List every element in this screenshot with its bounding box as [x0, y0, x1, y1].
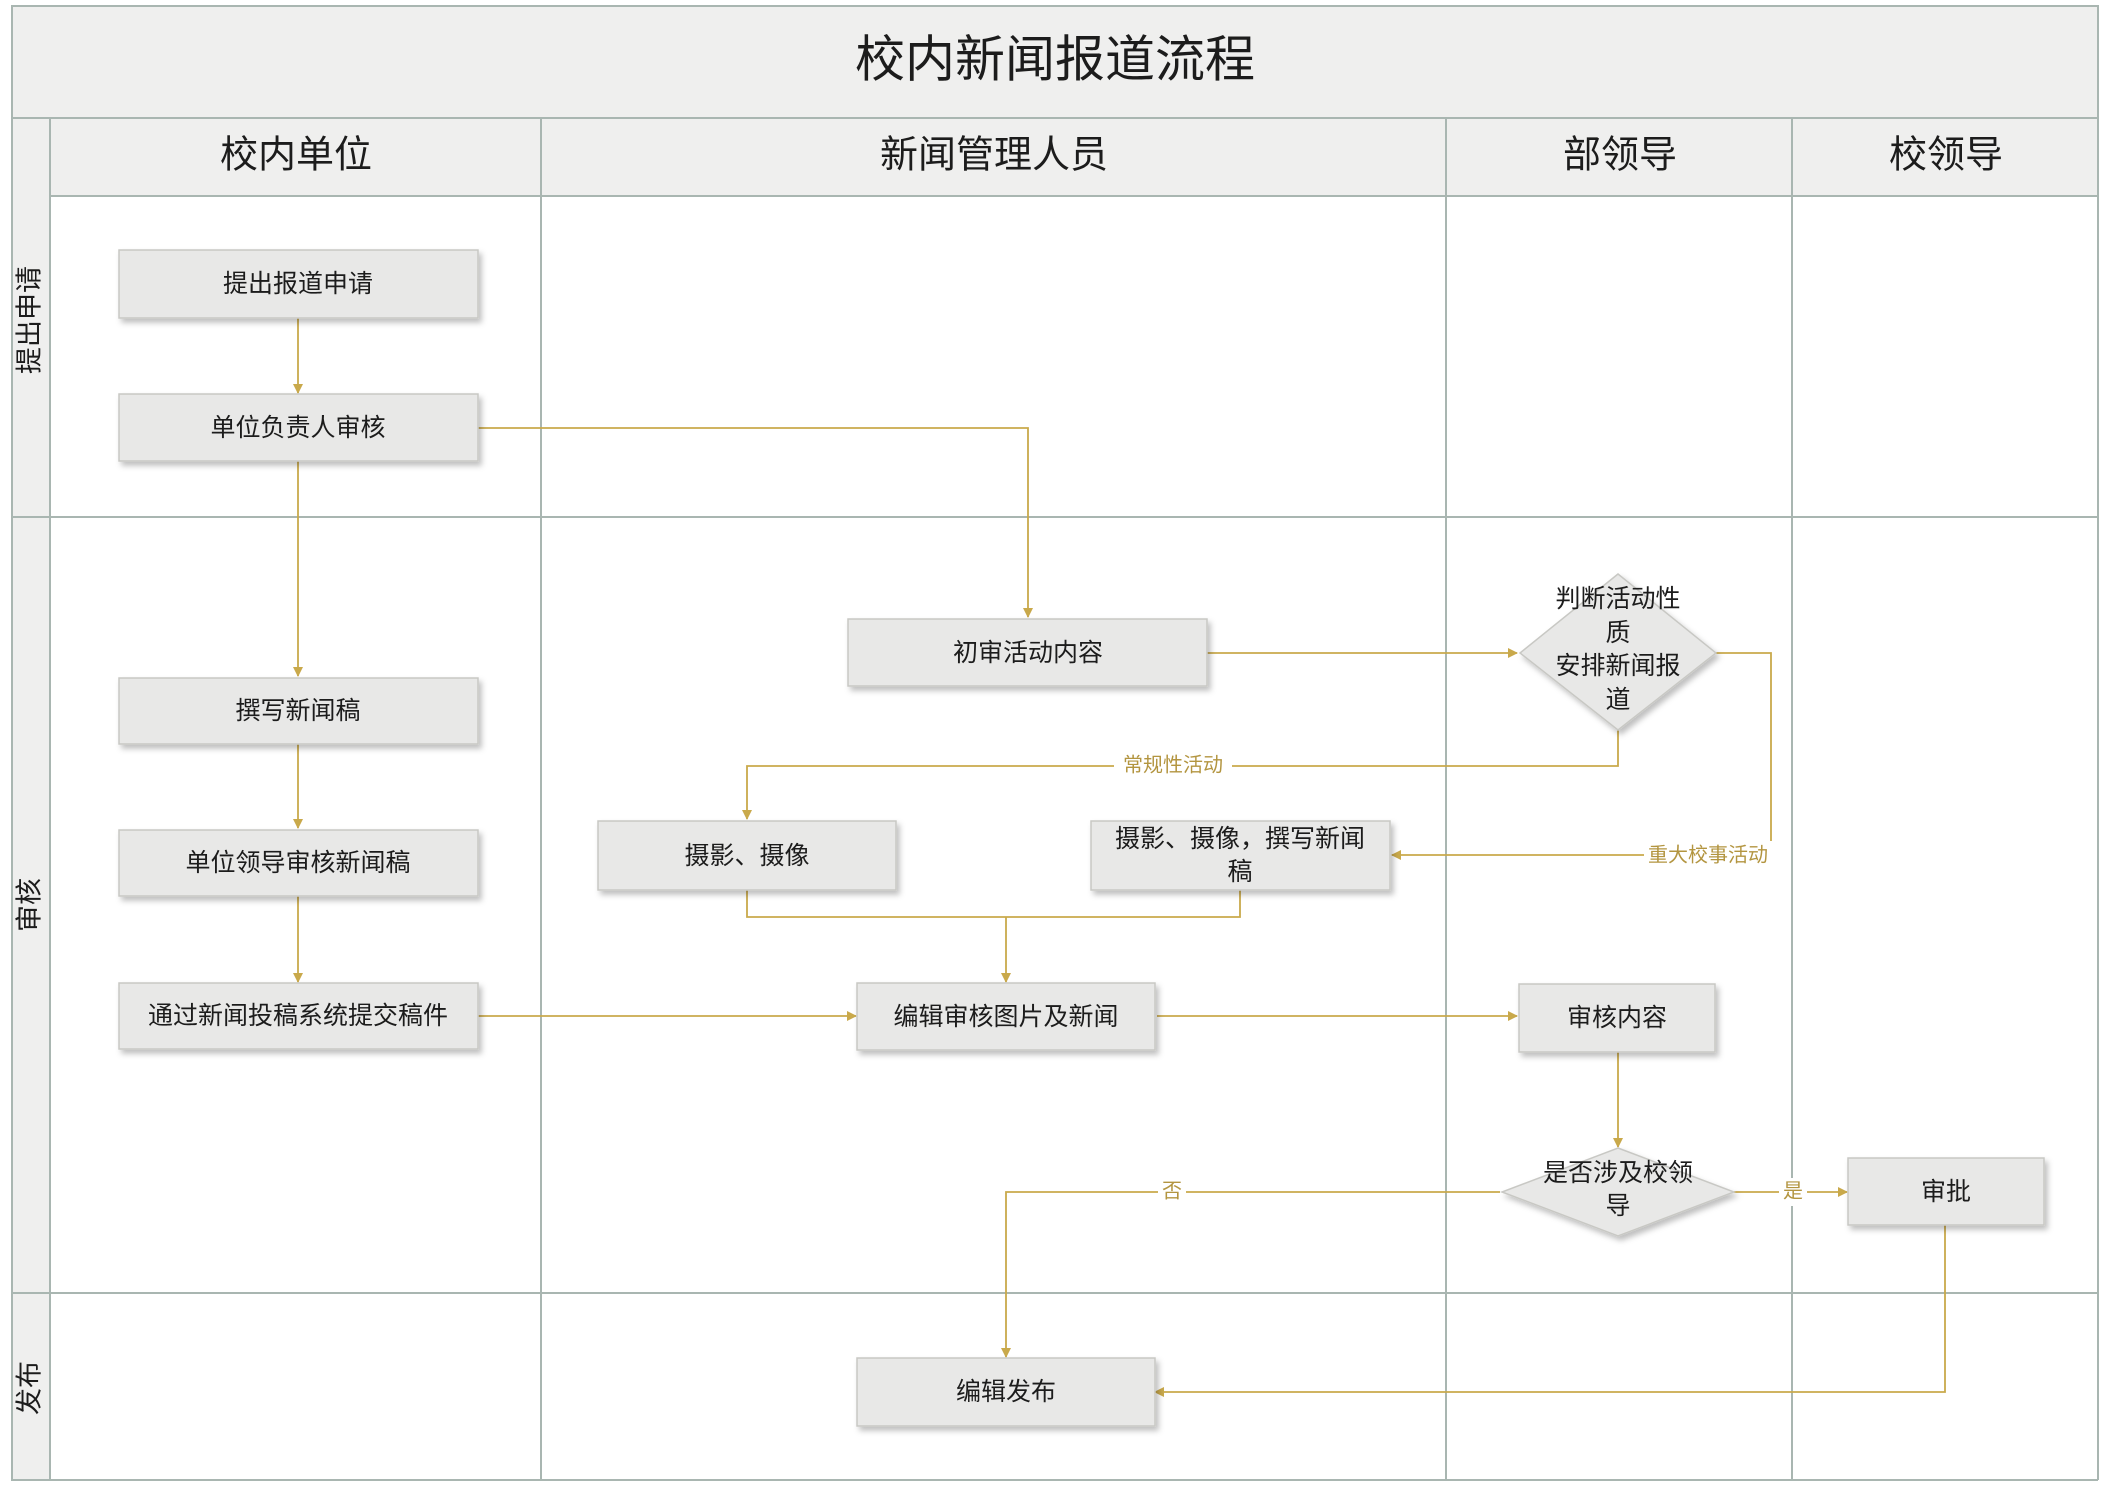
process-box	[118, 393, 479, 462]
node-label: 单位负责人审核	[210, 413, 385, 442]
process-box	[856, 1357, 1156, 1427]
edge-unit-review-to-initial-review	[478, 427, 1033, 618]
process-box	[847, 618, 1208, 687]
node-photo-video-write: 摄影、摄像，撰写新闻 稿	[1090, 820, 1391, 891]
node-initial-review: 初审活动内容	[847, 618, 1208, 687]
node-involve-leader: 是否涉及校领 导	[1499, 1147, 1737, 1237]
lane-header-unit: 校内单位	[220, 133, 372, 177]
process-box	[597, 820, 897, 891]
node-publish: 编辑发布	[856, 1357, 1156, 1427]
node-label: 摄影、摄像	[684, 841, 809, 870]
title-bar	[11, 5, 2099, 119]
phase-label-apply: 提出申请	[15, 266, 46, 374]
phase-label-publish: 发布	[15, 1361, 46, 1415]
node-label: 编辑审核图片及新闻	[893, 1002, 1118, 1031]
edge-label-yes: 是	[1783, 1179, 1803, 1203]
node-label-line: 摄影、摄像，撰写新闻	[1115, 824, 1365, 853]
node-apply: 提出报道申请	[118, 249, 479, 319]
phase-label-review: 审核	[15, 878, 46, 932]
edge-judge-to-photo-video-write	[1391, 652, 1772, 860]
node-approve: 审批	[1847, 1157, 2045, 1226]
edge-involve-no-to-publish	[1001, 1191, 1500, 1358]
process-box	[118, 982, 479, 1050]
node-write-draft: 撰写新闻稿	[118, 677, 479, 745]
node-label-line: 道	[1605, 685, 1630, 714]
node-label: 提出报道申请	[223, 269, 373, 298]
process-box	[118, 677, 479, 745]
node-unit-review: 单位负责人审核	[118, 393, 479, 462]
node-label-line: 稿	[1227, 857, 1252, 886]
process-box	[1090, 820, 1391, 891]
edge-label-no: 否	[1162, 1179, 1182, 1203]
node-label: 审核内容	[1567, 1003, 1667, 1032]
process-box	[1518, 983, 1716, 1053]
edge-label-bg	[1158, 1178, 1186, 1206]
node-judge: 判断活动性 质 安排新闻报 道	[1518, 573, 1718, 731]
edge-label-bg	[1644, 841, 1772, 869]
decision-diamond	[1499, 1147, 1737, 1237]
edge-label-bg	[1779, 1178, 1807, 1206]
edge-label-major: 重大校事活动	[1648, 843, 1768, 867]
lane-header-news-staff: 新闻管理人员	[880, 133, 1108, 177]
node-label-line: 安排新闻报	[1555, 651, 1680, 680]
process-box	[118, 829, 479, 897]
node-submit-system: 通过新闻投稿系统提交稿件	[118, 982, 479, 1050]
lane-header-school-leader: 校领导	[1889, 133, 2003, 177]
edge-label-bg	[1114, 751, 1232, 779]
lane-header-row	[11, 117, 2099, 197]
node-label-line: 导	[1605, 1191, 1630, 1220]
node-label: 通过新闻投稿系统提交稿件	[148, 1001, 448, 1030]
decision-diamond	[1518, 573, 1718, 731]
node-label: 单位领导审核新闻稿	[185, 848, 410, 877]
node-leader-review-draft: 单位领导审核新闻稿	[118, 829, 479, 897]
edge-approve-to-publish	[1154, 1225, 1946, 1397]
node-label: 编辑发布	[956, 1377, 1056, 1406]
node-label: 撰写新闻稿	[235, 696, 360, 725]
node-label: 审批	[1921, 1177, 1971, 1206]
node-label-line: 质	[1605, 618, 1630, 647]
node-label: 初审活动内容	[953, 638, 1103, 667]
diagram-title: 校内新闻报道流程	[855, 31, 1255, 89]
node-label-line: 是否涉及校领	[1543, 1158, 1693, 1187]
node-review-content: 审核内容	[1518, 983, 1716, 1053]
process-box	[856, 982, 1156, 1051]
process-box	[1847, 1157, 2045, 1226]
edge-label-routine: 常规性活动	[1123, 753, 1223, 777]
node-edit-review: 编辑审核图片及新闻	[856, 982, 1156, 1051]
process-box	[118, 249, 479, 319]
node-photo-video: 摄影、摄像	[597, 820, 897, 891]
edge-merge-photo	[746, 890, 1241, 918]
lane-header-dept-leader: 部领导	[1563, 133, 1677, 177]
node-label-line: 判断活动性	[1555, 584, 1680, 613]
